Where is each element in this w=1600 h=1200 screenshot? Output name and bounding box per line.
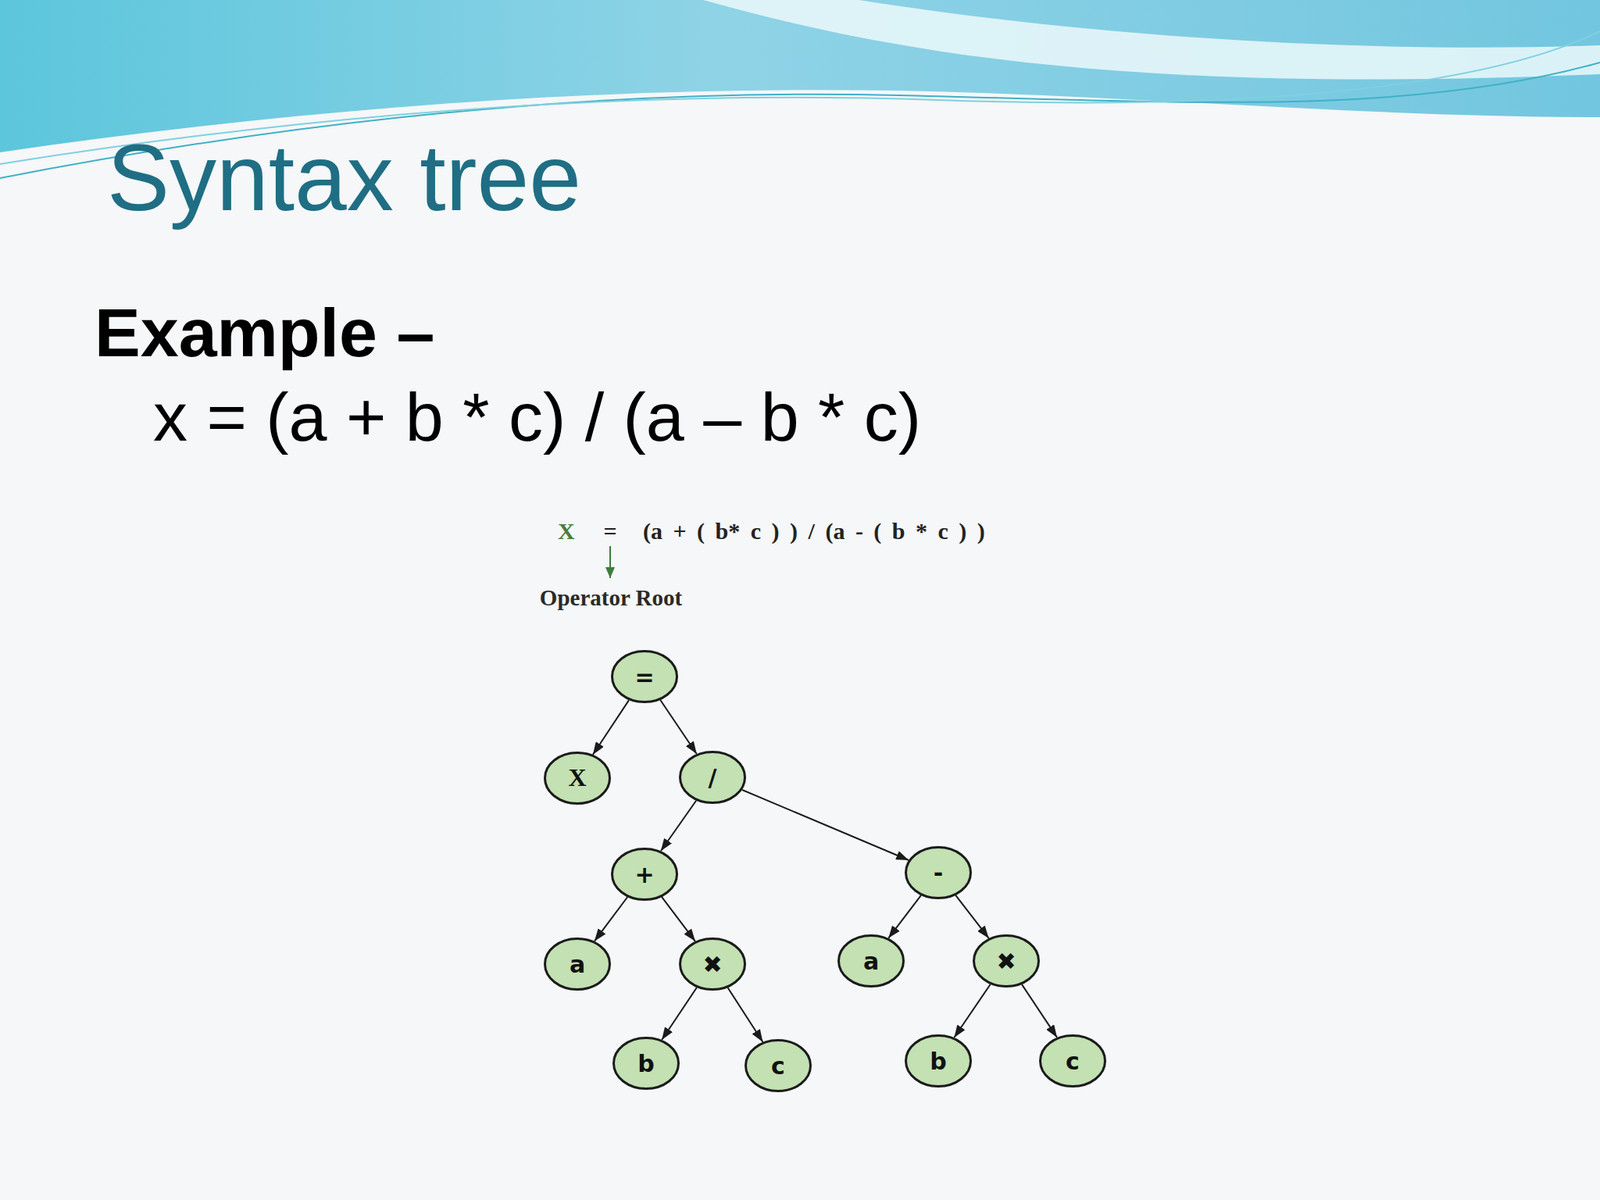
node-label: b [929,1048,947,1075]
node-label: c [771,1053,786,1079]
node-outline [545,939,611,990]
node-outline [614,1038,679,1090]
tree-node: b [612,1036,680,1090]
example-heading: Example – [94,298,435,368]
node-outline [839,935,904,987]
tree-node: ✖ [678,937,747,991]
operator-root-note: Operator Root [539,584,683,612]
tree-node: a [543,937,611,991]
parenthesized-formula: (a + ( b* c ) ) / (a - ( b * c ) ) [642,517,986,546]
tree-node: - [904,846,972,900]
tree-edge [728,987,764,1042]
tree-node: + [610,847,679,901]
node-label: / [708,764,718,791]
node-outline [906,1035,972,1087]
leader-arrow [609,546,611,579]
node-outline [906,847,972,899]
tree-node: a [837,934,905,988]
node-label: - [933,860,943,886]
node-outline [612,849,678,900]
tree-edge [594,896,628,941]
node-label: ✖ [996,948,1016,975]
tree-edge [661,987,697,1040]
tree-node: / [678,750,747,804]
slide-title: Syntax tree [107,130,582,225]
tree-node: c [1039,1034,1107,1088]
node-label: b [637,1050,654,1077]
tree-node: b [904,1034,972,1088]
node-outline [545,753,611,804]
node-label: ✖ [702,951,722,978]
node-outline [680,939,746,990]
node-outline [680,752,746,804]
tree-edge [592,700,629,755]
formula-variable: X [557,517,575,546]
node-label: c [1065,1048,1080,1075]
node-outline [612,651,678,703]
tree-edge [953,984,990,1038]
tree-edge [660,800,697,852]
node-label: = [634,664,654,690]
header-wave [0,0,1600,153]
header-swoosh [703,0,1600,80]
expression-text: x = (a + b * c) / (a – b * c) [153,382,922,452]
node-label: X [567,764,586,792]
formula-operator: = [603,517,617,546]
tree-edge [955,895,989,939]
tree-node: X [543,751,611,805]
node-outline [974,935,1040,987]
tree-edge [661,896,696,942]
node-label: a [569,951,586,978]
tree-edge [742,789,909,861]
node-label: a [863,948,879,975]
tree-node: = [610,650,679,704]
node-outline [1040,1035,1106,1087]
node-label: + [634,861,654,888]
tree-edge [1021,984,1058,1038]
tree-node: c [744,1039,812,1093]
tree-edge [660,700,697,754]
node-outline [746,1040,811,1092]
tree-edge [888,895,922,939]
tree-node: ✖ [972,934,1040,988]
